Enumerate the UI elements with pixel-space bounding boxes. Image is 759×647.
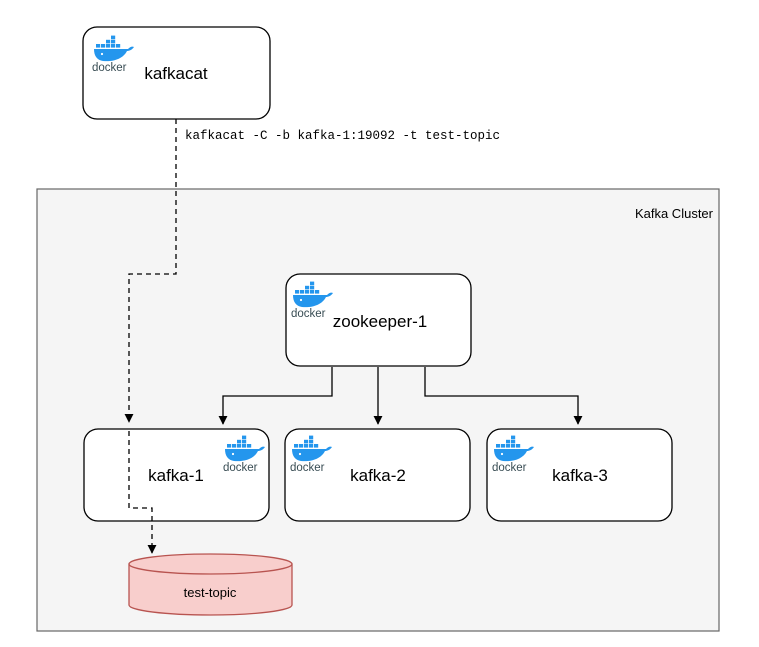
cluster-label: Kafka Cluster bbox=[635, 206, 714, 221]
kafka-2-node[interactable] bbox=[284, 428, 471, 522]
test-topic-label: test-topic bbox=[184, 585, 237, 600]
zookeeper-node[interactable] bbox=[285, 273, 472, 367]
kafka-1-label: kafka-1 bbox=[148, 466, 204, 485]
kafka-3-node[interactable] bbox=[486, 428, 673, 522]
edge-kafka-1-topic bbox=[128, 431, 157, 554]
edge-zookeeper-kafka-1 bbox=[218, 367, 333, 425]
kafkacat-label: kafkacat bbox=[144, 64, 208, 83]
zookeeper-label: zookeeper-1 bbox=[333, 312, 428, 331]
kafka-2-label: kafka-2 bbox=[350, 466, 406, 485]
test-topic-cylinder[interactable] bbox=[128, 553, 293, 616]
edge-zookeeper-kafka-3 bbox=[424, 367, 583, 425]
kafka-1-node[interactable] bbox=[83, 428, 270, 522]
kafka-3-label: kafka-3 bbox=[552, 466, 608, 485]
kafkacat-command: kafkacat -C -b kafka-1:19092 -t test-top… bbox=[185, 129, 500, 143]
